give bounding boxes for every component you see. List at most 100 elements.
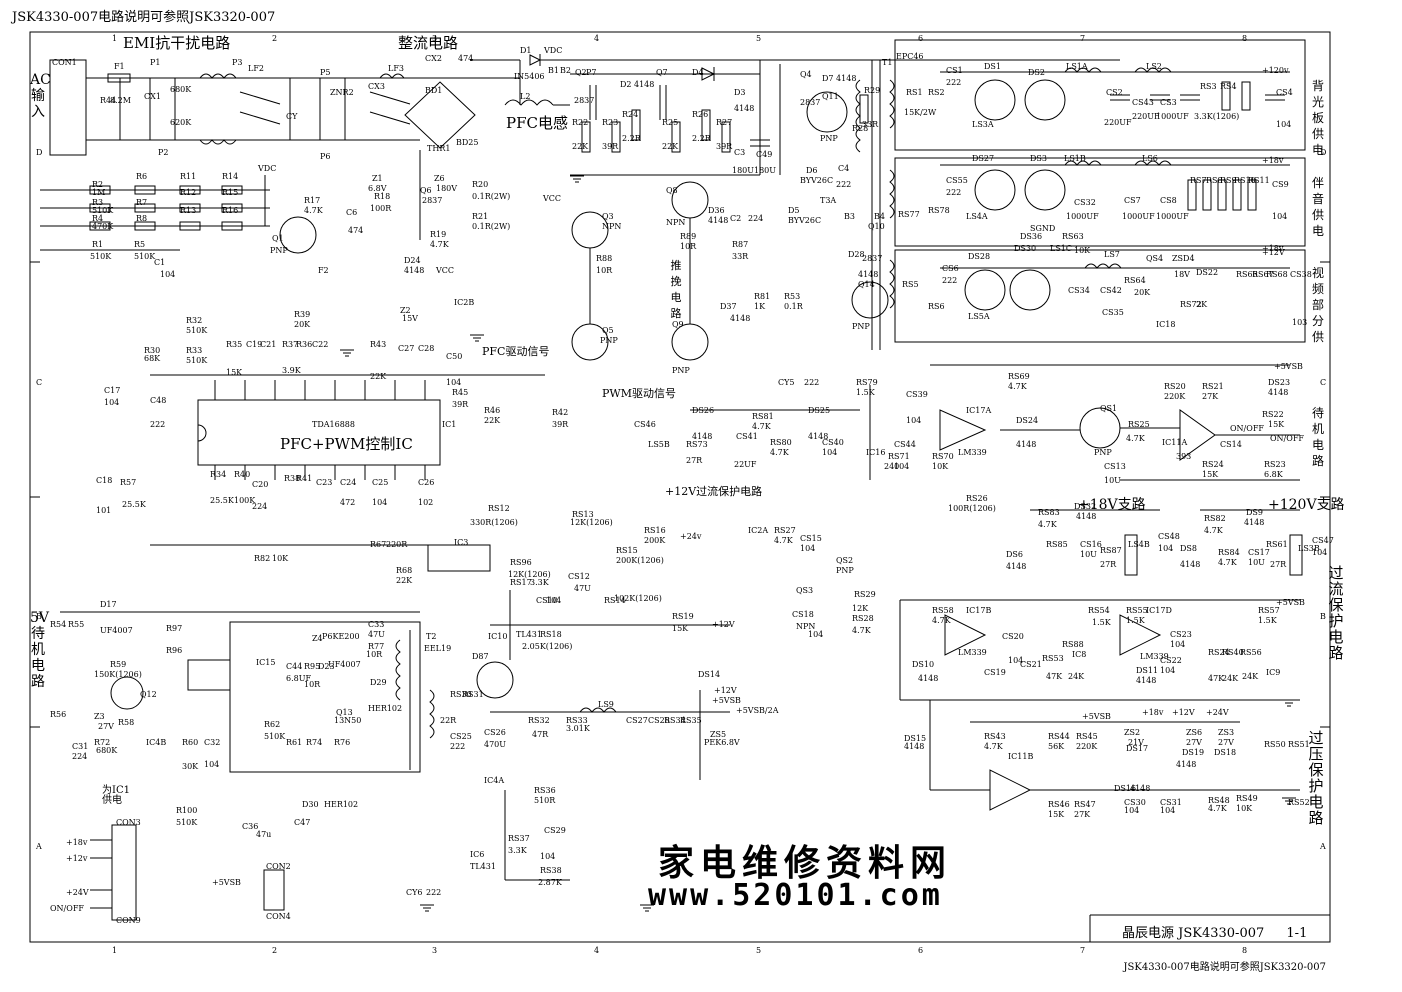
component-label-r12: R12 <box>180 188 197 197</box>
component-label-ic11b: IC11B <box>1008 752 1034 761</box>
component-label-rs81: RS81 <box>752 412 774 421</box>
component-label-r39: R39 <box>294 310 311 319</box>
component-label-r15: R15 <box>222 188 239 197</box>
ic17a-comparator <box>939 409 987 451</box>
component-label-cy5: CY5 <box>778 378 795 387</box>
component-label-cs10v: 104 <box>546 596 562 605</box>
label-pfc-drive: PFC驱动信号 <box>482 345 550 358</box>
component-label-r82v: 10K <box>272 554 289 563</box>
component-label-cs40v: 104 <box>822 448 838 457</box>
component-label-rs84: RS84 <box>1218 548 1240 557</box>
component-label-rs30: RS30 <box>450 690 472 699</box>
component-label-cs25: CS25 <box>450 732 472 741</box>
component-label-cs9v: 104 <box>1272 212 1288 221</box>
component-label-c18: C18 <box>96 476 113 485</box>
component-label-v5sb6: +5VSB <box>212 878 241 887</box>
con2-connector <box>263 869 285 911</box>
component-label-z4: Z4 <box>312 634 323 643</box>
component-label-rs85: RS85 <box>1046 540 1068 549</box>
component-label-c31v: 224 <box>72 752 88 761</box>
component-label-rs24v: 15K <box>1202 470 1219 479</box>
component-label-r25v: 22K <box>662 142 679 151</box>
component-label-rs61: RS61 <box>1266 540 1288 549</box>
component-label-r5v: 510K <box>134 252 156 261</box>
component-label-r74: R74 <box>306 738 323 747</box>
component-label-cs18v: 104 <box>808 630 824 639</box>
component-label-z4v: P6KE200 <box>322 632 360 641</box>
bottom-note: JSK4330-007电路说明可参照JSK3320-007 <box>1123 962 1327 973</box>
ic17d-comparator <box>1119 614 1162 656</box>
component-label-rs40v: 24K <box>1222 674 1239 683</box>
component-label-ic2a: IC2A <box>748 526 769 535</box>
component-label-rs49: RS49 <box>1236 794 1258 803</box>
component-label-rs47v: 27K <box>1074 810 1091 819</box>
component-label-rs27: RS27 <box>774 526 796 535</box>
component-label-v120: +120v <box>1262 66 1289 75</box>
component-label-ds11: DS11 <box>1136 666 1159 675</box>
component-label-r40: R40 <box>234 470 251 479</box>
component-label-rs26: RS26 <box>966 494 988 503</box>
component-label-cx1: CX1 <box>144 92 161 101</box>
component-label-cs19: CS19 <box>984 668 1006 677</box>
component-label-d2: D2 <box>620 80 632 89</box>
component-label-rs14v: 102K(1206) <box>614 594 662 603</box>
component-label-rs1v: 15K/2W <box>904 108 937 117</box>
component-label-ds8v: 4148 <box>1180 560 1201 569</box>
component-label-rs32: RS32 <box>528 716 550 725</box>
component-label-d24: D24 <box>404 256 421 265</box>
component-label-d29: D29 <box>370 678 387 687</box>
component-label-r19: R19 <box>430 230 447 239</box>
component-label-r56: R56 <box>50 710 67 719</box>
component-label-rs78: RS78 <box>928 206 950 215</box>
component-label-con4: CON4 <box>266 912 291 921</box>
component-label-r61: R61 <box>286 738 303 747</box>
component-label-rs83: RS83 <box>1038 508 1060 517</box>
component-label-b3: B3 <box>844 212 855 221</box>
component-label-cy5v: 222 <box>804 378 820 387</box>
component-label-c17v: 104 <box>104 398 120 407</box>
component-label-r44v: 8.2M <box>110 96 131 105</box>
component-label-z3: Z3 <box>94 712 105 721</box>
component-label-r46: R46 <box>484 406 501 415</box>
component-label-z2: Z2 <box>400 306 411 315</box>
component-label-qs3t: NPN <box>796 622 816 631</box>
component-label-r46v: 22K <box>484 416 501 425</box>
component-label-q13: Q13 <box>336 708 353 717</box>
component-label-r68: R68 <box>396 566 413 575</box>
component-label-cs40: CS40 <box>822 438 844 447</box>
component-label-cs21: CS21 <box>1020 660 1042 669</box>
component-label-rs48v: 4.7K <box>1208 804 1227 813</box>
component-label-tl431b: TL431 <box>470 862 496 871</box>
component-label-rs16: RS16 <box>644 526 666 535</box>
component-label-rs21v: 27K <box>1202 392 1219 401</box>
page-title: JSK4330-007电路说明可参照JSK3320-007 <box>12 10 276 25</box>
component-label-c33: C33 <box>368 620 385 629</box>
component-label-c47: C47 <box>294 818 311 827</box>
component-label-lm339a: LM339 <box>958 448 987 457</box>
component-label-d87: D87 <box>472 652 489 661</box>
component-label-r62: R62 <box>264 720 281 729</box>
component-label-lm339d: LM339 <box>1140 652 1169 661</box>
component-label-r8: R8 <box>136 214 148 223</box>
component-label-d7: D7 4148 <box>822 74 857 83</box>
component-label-r53: R53 <box>784 292 801 301</box>
component-label-q14: Q14 <box>858 280 875 289</box>
component-label-ic11a: IC11A <box>1162 438 1188 447</box>
component-label-rs61v: 27R <box>1270 560 1287 569</box>
component-label-v12d: +12V <box>714 686 737 695</box>
component-label-r100v: 510K <box>176 818 198 827</box>
component-label-zs2v: 21V <box>1128 738 1144 747</box>
component-label-vdc2: VDC <box>258 164 277 173</box>
component-label-ls1a: LS1A <box>1066 62 1088 71</box>
component-label-rs24bv: 47K <box>1208 674 1225 683</box>
component-label-r45v: 39R <box>452 400 469 409</box>
component-label-rs72v: 2K <box>1196 300 1208 309</box>
component-label-zs6v: 27V <box>1186 738 1202 747</box>
component-label-rs7: RS7 <box>1190 176 1207 185</box>
component-label-v5sb5: +5VSB/2A <box>736 706 779 715</box>
component-label-r24v: 2.2R <box>622 134 641 143</box>
component-label-rs43: RS43 <box>984 732 1006 741</box>
component-label-v12a: +12V <box>1262 248 1285 257</box>
component-label-c44: C44 <box>286 662 303 671</box>
component-label-d5v: BYV26C <box>788 216 822 225</box>
